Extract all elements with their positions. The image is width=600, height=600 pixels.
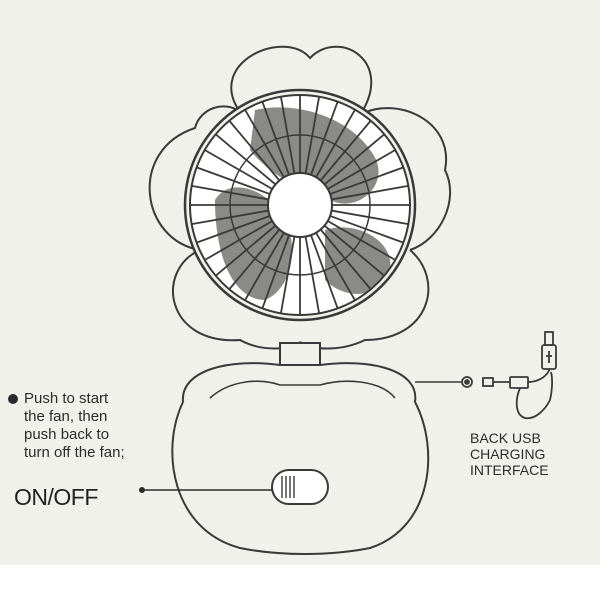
grille-spoke [319, 120, 372, 182]
grille-spoke [319, 228, 372, 290]
usb-label-line-3: INTERFACE [470, 462, 549, 478]
grille-spoke [191, 209, 269, 225]
grille-spoke [310, 234, 339, 309]
grille-spoke [280, 96, 296, 174]
fan-inner-rim [189, 94, 411, 316]
grille-spoke [196, 166, 271, 195]
grille-spoke [244, 232, 285, 301]
grille-spoke [215, 133, 277, 186]
grille-ring [229, 134, 371, 276]
grille-spoke [204, 149, 273, 190]
grille-spoke [315, 109, 356, 178]
flower-fan-drawing [148, 45, 451, 555]
grille-spoke [327, 149, 396, 190]
grille-spoke [323, 133, 385, 186]
grille-spoke [331, 185, 409, 201]
grille-spoke [315, 232, 356, 301]
usb-label-line-1: BACK USB [470, 430, 541, 446]
grille-spoke [329, 166, 404, 195]
grille-spoke [228, 228, 281, 290]
usb-label: BACK USB CHARGING INTERFACE [470, 430, 549, 478]
grille-spoke [323, 224, 385, 277]
grille-spoke [310, 101, 339, 176]
grille-spoke [331, 209, 409, 225]
grille-spoke [191, 185, 269, 201]
slide-switch-ridges [281, 476, 295, 498]
instruction-line-4: turn off the fan; [24, 444, 125, 461]
grille-spoke [215, 224, 277, 277]
grille-spoke [261, 234, 290, 309]
fan-hub [267, 172, 333, 238]
base-top-inner [209, 380, 396, 399]
slide-switch-icon [271, 469, 329, 505]
grille-spoke [228, 120, 281, 182]
instructions: Push to start the fan, then push back to… [24, 390, 125, 462]
grille-spoke [329, 215, 404, 244]
grille-spoke [244, 109, 285, 178]
grille-spoke [304, 236, 320, 314]
on-off-label: ON/OFF [14, 484, 98, 510]
grille-spoke [280, 236, 296, 314]
usb-label-line-2: CHARGING [470, 446, 546, 462]
grille-spoke [327, 220, 396, 261]
grille-spoke [196, 215, 271, 244]
switch-leader [139, 487, 272, 493]
fan-grille [190, 95, 410, 315]
instruction-line-3: push back to [24, 426, 110, 443]
bottom-margin [0, 565, 600, 600]
instruction-line-2: the fan, then [24, 408, 108, 425]
grille-spoke [304, 96, 320, 174]
grille-spoke [261, 101, 290, 176]
grille-spoke [204, 220, 273, 261]
bullet-dot-icon [8, 394, 18, 404]
instruction-line-1: Push to start [24, 390, 109, 407]
usb-cable-icon [415, 331, 557, 420]
